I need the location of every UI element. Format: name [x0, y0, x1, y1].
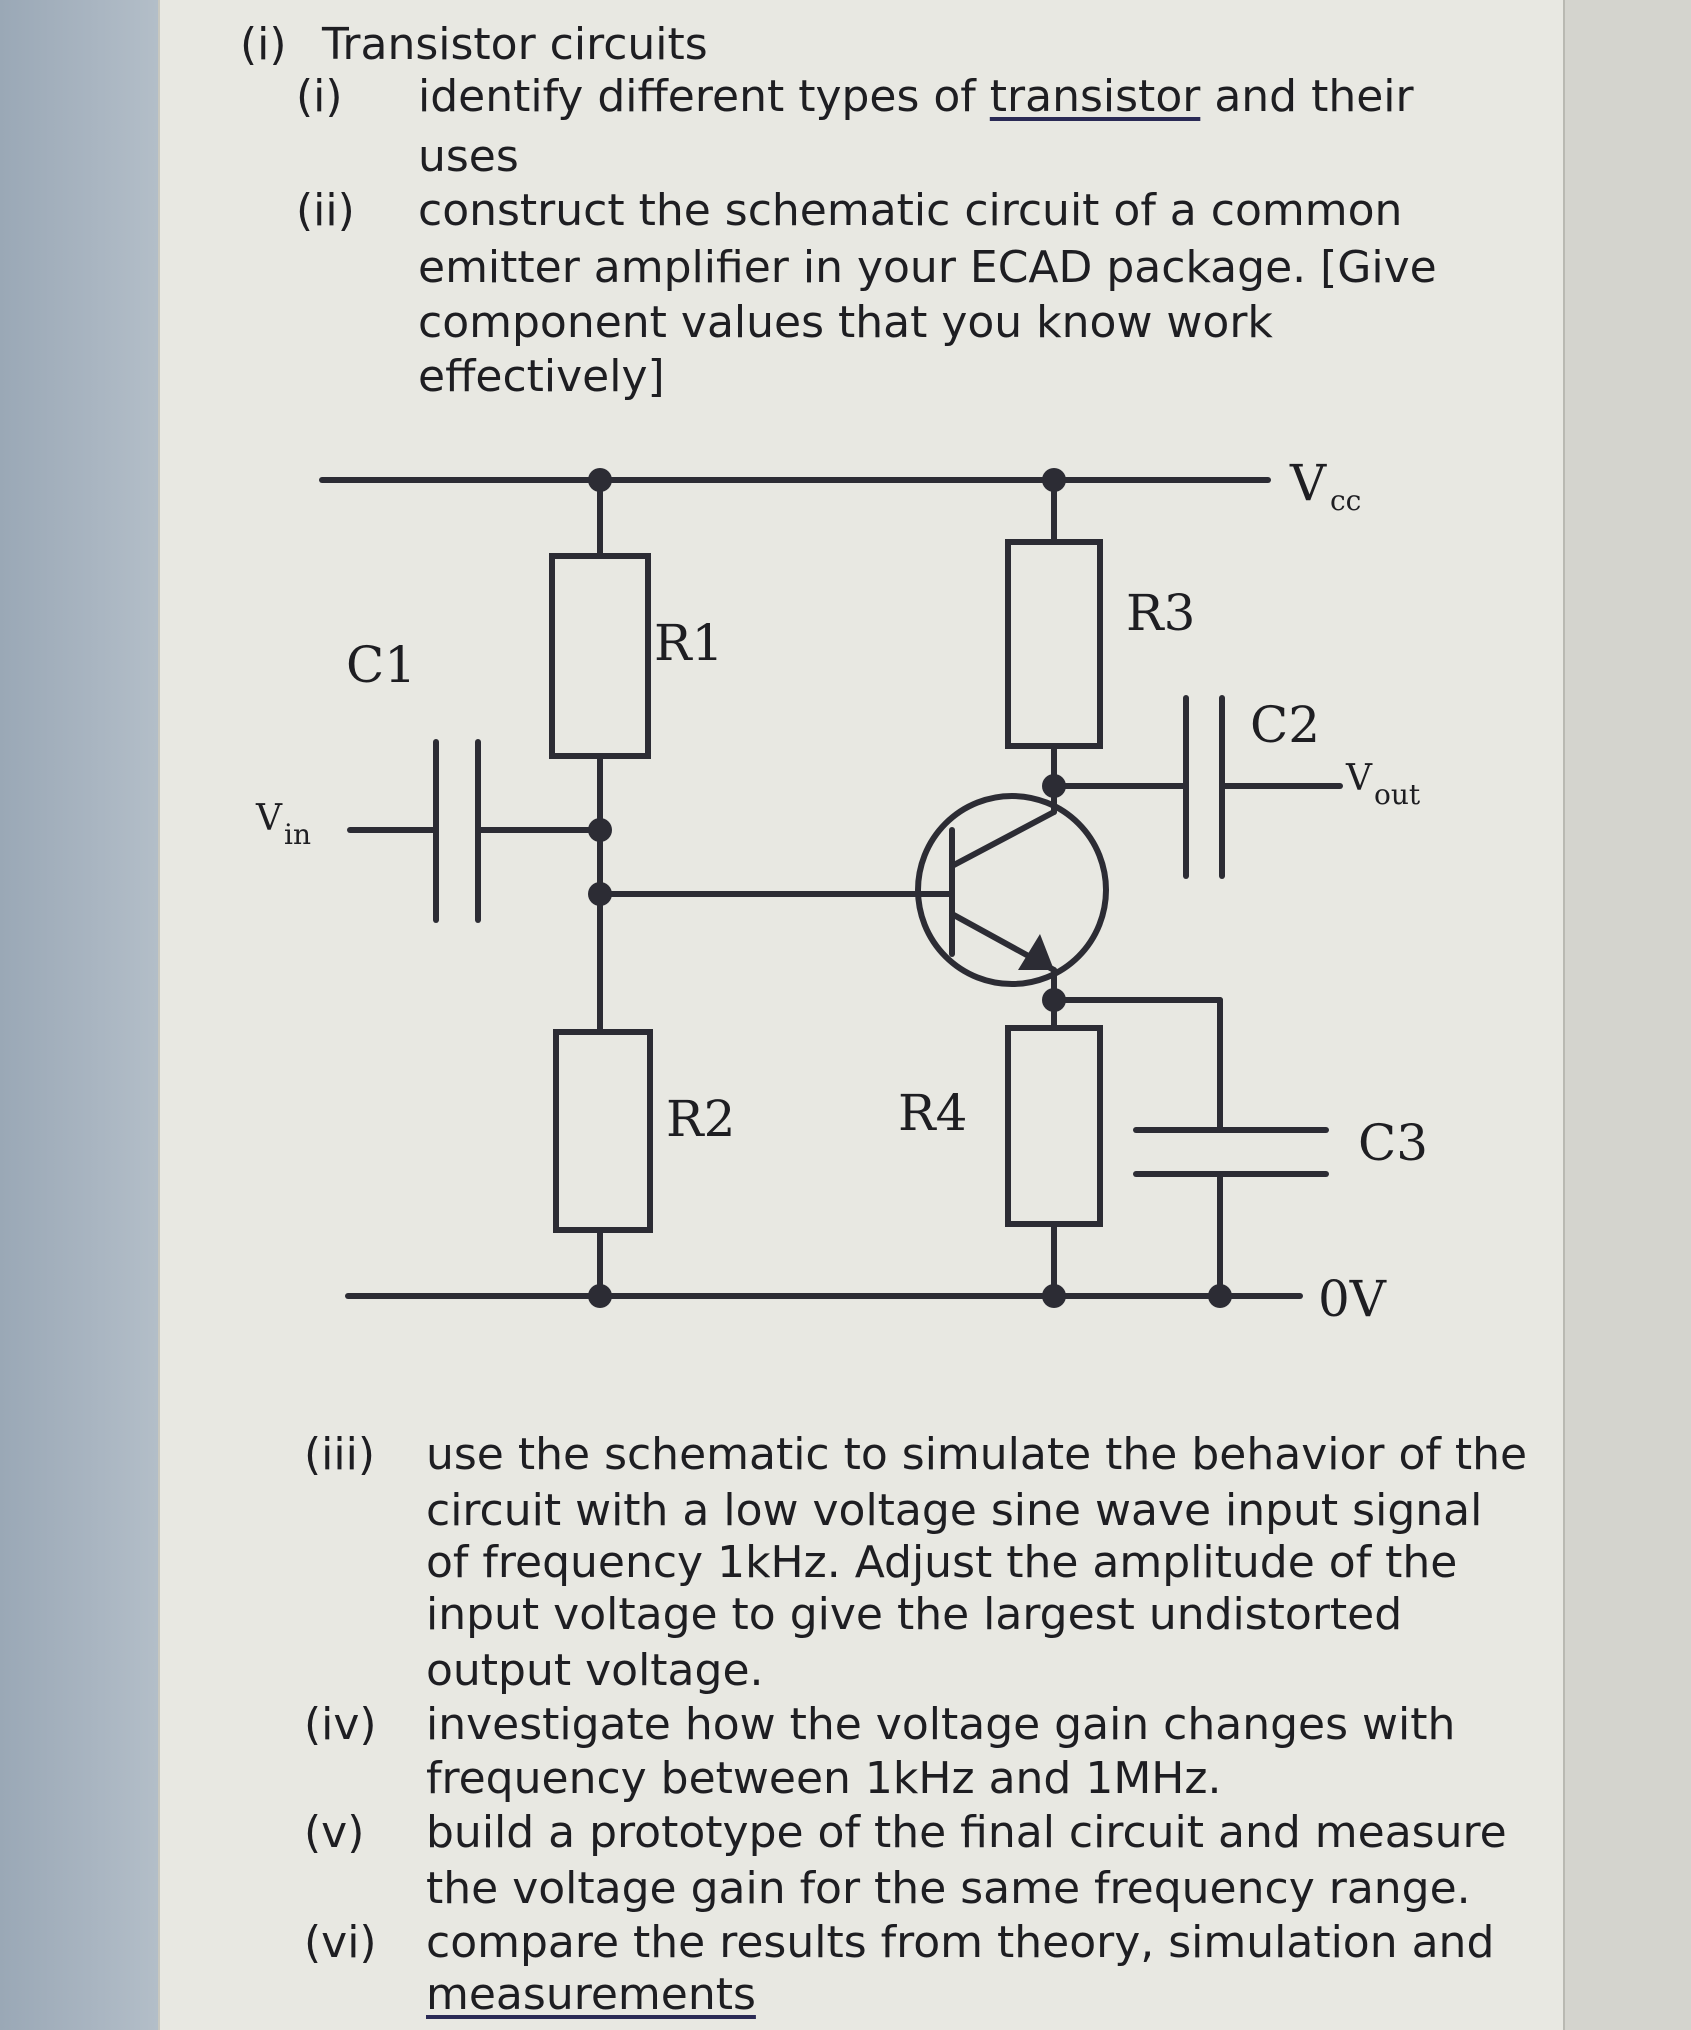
- item-iii-line-3: of frequency 1kHz. Adjust the amplitude …: [426, 1537, 1458, 1588]
- item-vi-number: (vi): [304, 1917, 377, 1968]
- junction-dot: [1208, 1284, 1232, 1308]
- c3-label: C3: [1358, 1114, 1428, 1172]
- transistor-link[interactable]: transistor: [989, 71, 1201, 122]
- junction-dot: [588, 468, 612, 492]
- transistor-collector: [949, 809, 1057, 869]
- vout-subscript: out: [1374, 778, 1421, 811]
- item-i-line-1: identify different types of transistor a…: [418, 70, 1414, 124]
- junction-dot: [588, 882, 612, 906]
- r1-label: R1: [654, 614, 723, 672]
- r4-label: R4: [898, 1084, 967, 1142]
- item-iv-line-1: investigate how the voltage gain changes…: [426, 1699, 1456, 1750]
- item-iii-line-4: input voltage to give the largest undist…: [426, 1589, 1403, 1640]
- vin-label: V: [255, 798, 283, 839]
- ground-label: 0V: [1318, 1270, 1387, 1328]
- vcc-subscript: cc: [1330, 484, 1361, 517]
- r3-label: R3: [1126, 584, 1195, 642]
- item-ii-line-3: component values that you know work: [418, 297, 1273, 348]
- item-i-text-b: and their: [1200, 71, 1414, 122]
- emitter-arrow: [1018, 934, 1054, 970]
- vin-subscript: in: [284, 818, 311, 851]
- item-iii-line-1: use the schematic to simulate the behavi…: [426, 1429, 1528, 1480]
- r4-resistor: [1005, 1025, 1103, 1227]
- vcc-label: V: [1289, 454, 1327, 512]
- item-vi-line-1: compare the results from theory, simulat…: [426, 1917, 1495, 1968]
- transistor-body: [915, 793, 1109, 987]
- left-sidebar: [0, 0, 158, 2030]
- item-iii-line-5: output voltage.: [426, 1645, 764, 1696]
- heading-title: Transistor circuits: [322, 19, 708, 70]
- right-gutter: [1563, 0, 1691, 2030]
- r1-resistor: [549, 553, 651, 759]
- junction-dot: [1042, 1284, 1066, 1308]
- item-i-number: (i): [296, 71, 343, 122]
- item-v-line-2: the voltage gain for the same frequency …: [426, 1863, 1471, 1914]
- item-iv-line-2: frequency between 1kHz and 1MHz.: [426, 1753, 1222, 1804]
- junction-dot: [1042, 988, 1066, 1012]
- item-ii-line-4: effectively]: [418, 351, 665, 402]
- item-v-number: (v): [304, 1807, 365, 1858]
- c2-label: C2: [1250, 696, 1320, 754]
- r3-resistor: [1005, 539, 1103, 749]
- item-i-text-a: identify different types of: [418, 71, 990, 122]
- item-v-line-1: build a prototype of the final circuit a…: [426, 1807, 1507, 1858]
- item-i-line-2: uses: [418, 131, 519, 182]
- r2-label: R2: [666, 1090, 735, 1148]
- junction-dot: [588, 818, 612, 842]
- junction-dot: [588, 1284, 612, 1308]
- item-iii-line-2: circuit with a low voltage sine wave inp…: [426, 1485, 1483, 1536]
- c1-label: C1: [346, 636, 416, 694]
- r2-resistor: [553, 1029, 653, 1233]
- item-ii-number: (ii): [296, 185, 355, 236]
- vout-label: V: [1345, 758, 1373, 799]
- junction-dot: [1042, 774, 1066, 798]
- item-iii-number: (iii): [304, 1429, 376, 1480]
- heading-number: (i): [240, 19, 287, 70]
- document-page: [158, 0, 1565, 2030]
- item-iv-number: (iv): [304, 1699, 377, 1750]
- measurements-link[interactable]: measurements: [426, 1969, 756, 2020]
- item-ii-line-1: construct the schematic circuit of a com…: [418, 185, 1403, 236]
- item-ii-line-2: emitter amplifier in your ECAD package. …: [418, 242, 1437, 293]
- junction-dot: [1042, 468, 1066, 492]
